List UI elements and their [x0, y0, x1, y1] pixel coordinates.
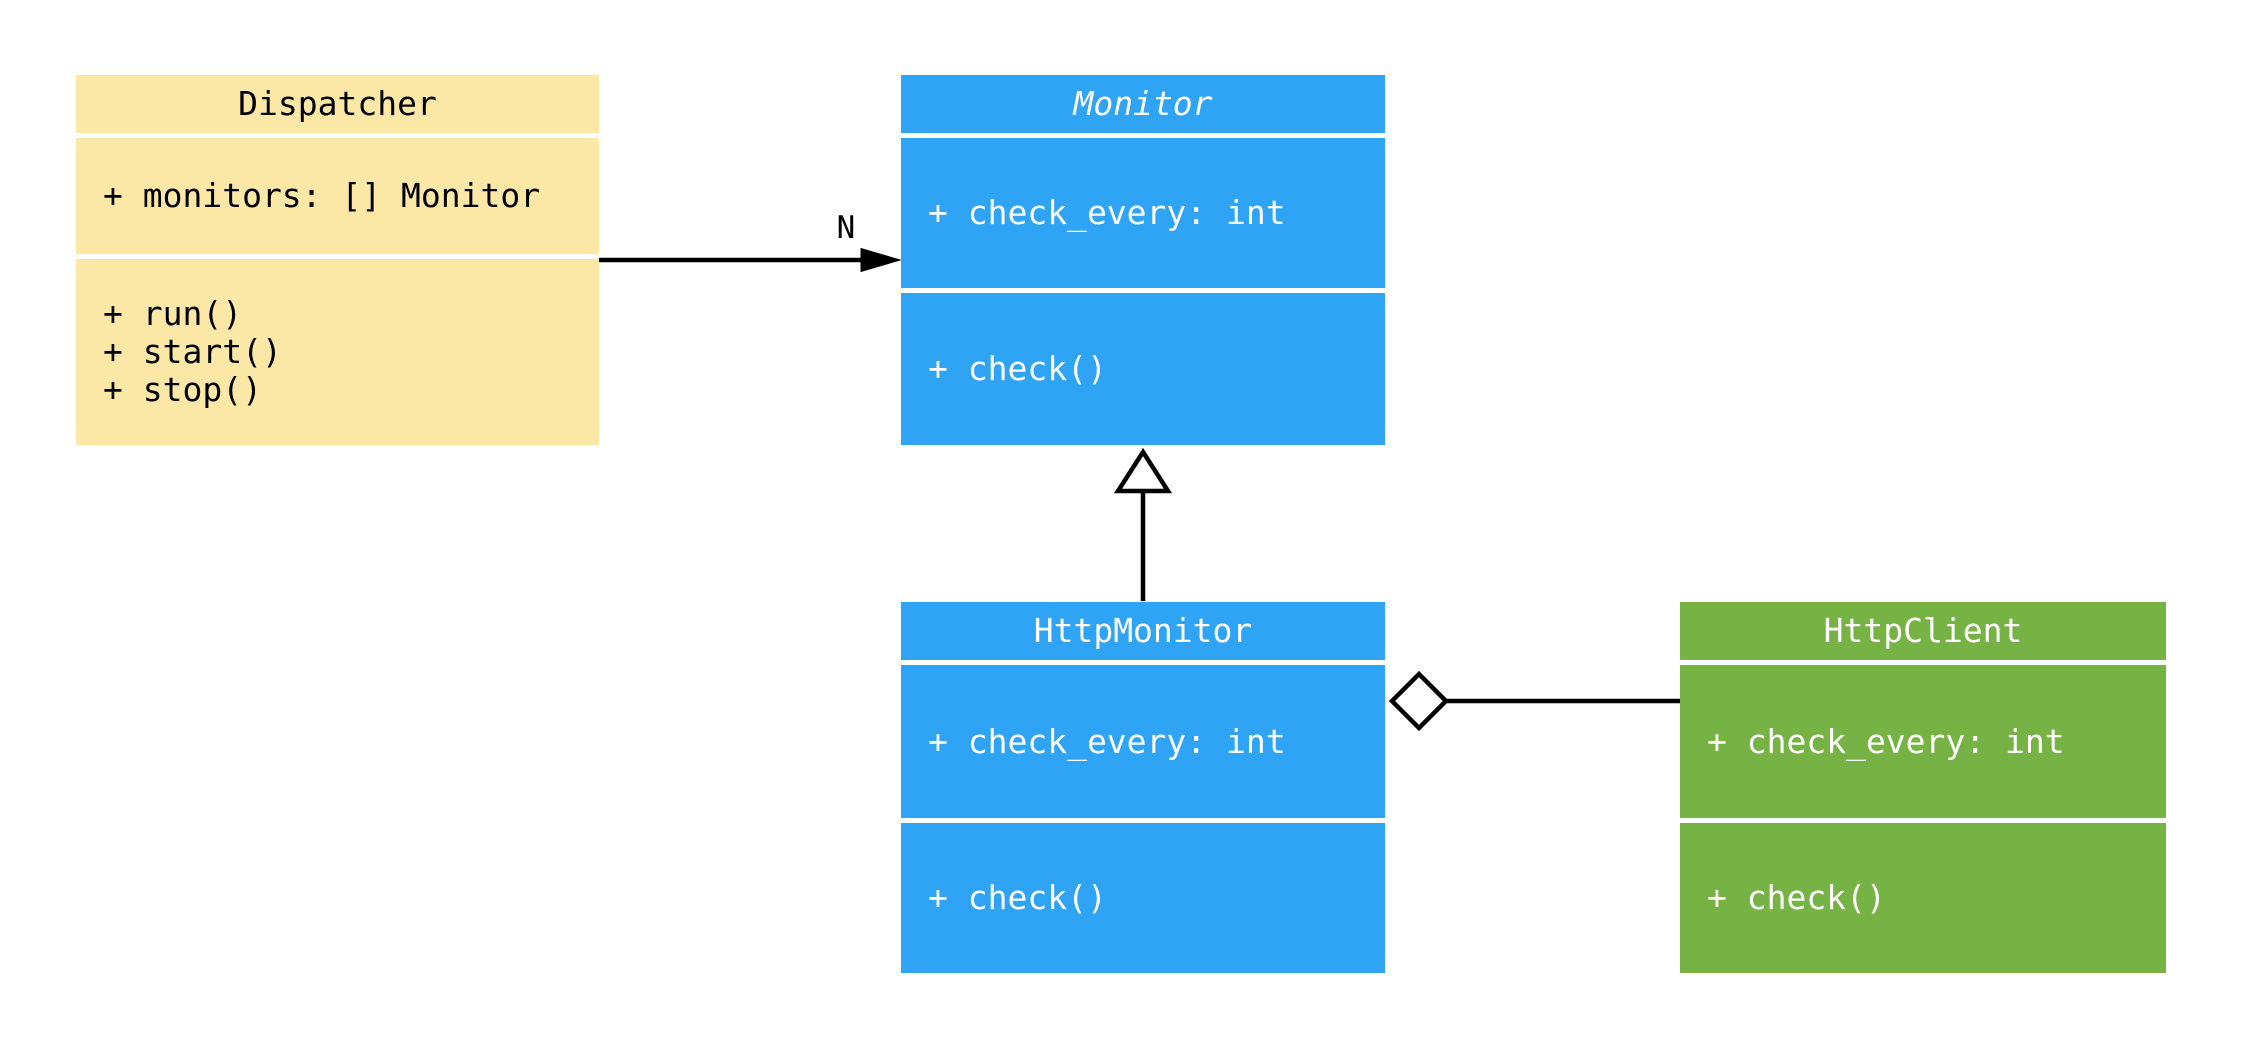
class-box-monitor: Monitor + check_every: int + check(): [901, 75, 1385, 445]
methods-section: + check(): [1680, 823, 2166, 973]
multiplicity-label: N: [836, 210, 856, 246]
method-line: + check(): [928, 349, 1107, 388]
method-line: + run(): [103, 294, 243, 333]
attributes-section: + check_every: int: [901, 138, 1385, 288]
class-box-httpmonitor: HttpMonitor + check_every: int + check(): [901, 602, 1385, 973]
method-line: + start(): [103, 332, 282, 371]
method-line: + stop(): [103, 370, 262, 409]
method-line: + check(): [1707, 878, 1886, 917]
class-box-dispatcher: Dispatcher + monitors: [] Monitor + run(…: [76, 75, 599, 445]
methods-section: + run() + start() + stop(): [76, 259, 599, 445]
aggregation-diamond-icon: [1388, 670, 1450, 732]
method-line: + check(): [928, 878, 1107, 917]
generalization-httpmonitor-monitor: [1113, 447, 1173, 601]
methods-section: + check(): [901, 823, 1385, 973]
inheritance-triangle-icon: [1113, 447, 1173, 494]
class-title: Dispatcher: [76, 75, 599, 133]
attributes-section: + check_every: int: [1680, 665, 2166, 818]
class-box-httpclient: HttpClient + check_every: int + check(): [1680, 602, 2166, 973]
class-title: HttpClient: [1680, 602, 2166, 660]
attributes-section: + check_every: int: [901, 665, 1385, 818]
association-dispatcher-monitor: [599, 247, 902, 273]
attribute-line: + check_every: int: [928, 193, 1286, 232]
attribute-line: + monitors: [] Monitor: [103, 176, 541, 215]
aggregation-httpmonitor-httpclient: [1388, 670, 1680, 732]
attributes-section: + monitors: [] Monitor: [76, 138, 599, 254]
methods-section: + check(): [901, 293, 1385, 445]
class-title: Monitor: [901, 75, 1385, 133]
class-title: HttpMonitor: [901, 602, 1385, 660]
attribute-line: + check_every: int: [928, 721, 1286, 761]
arrowhead-icon: [860, 247, 902, 273]
attribute-line: + check_every: int: [1707, 721, 2065, 761]
